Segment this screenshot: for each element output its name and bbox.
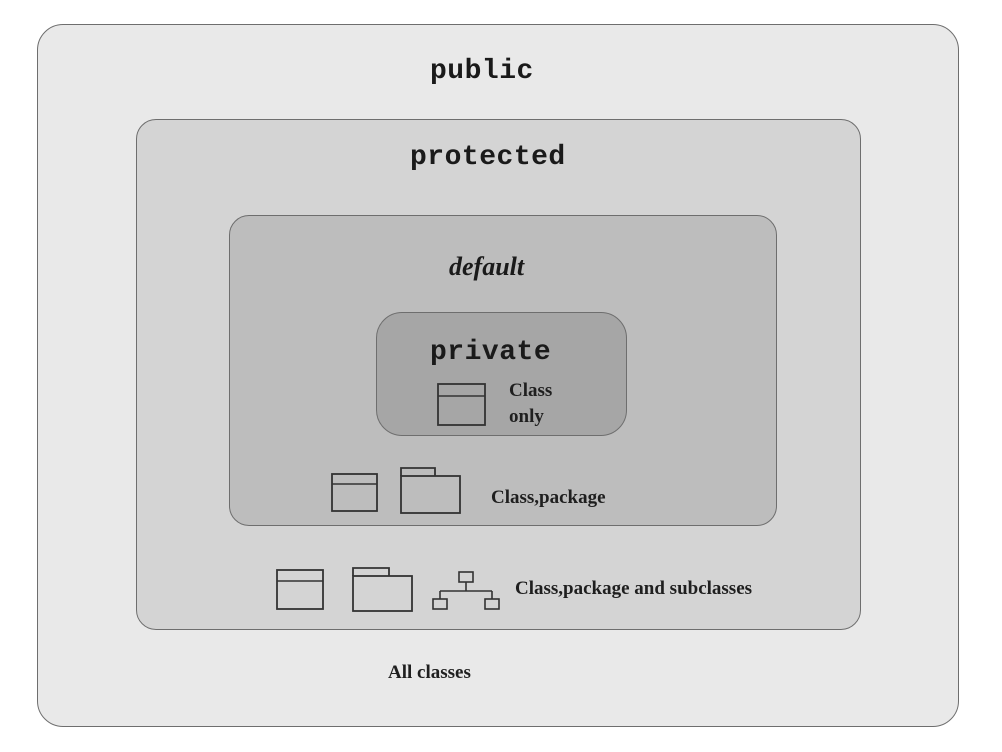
private-description: Class only <box>509 380 553 427</box>
package-icon <box>399 466 463 516</box>
default-description: Class,package <box>491 487 606 508</box>
class-icon <box>437 383 487 427</box>
class-icon <box>331 473 379 513</box>
hierarchy-icon <box>430 571 502 613</box>
public-description: All classes <box>388 662 471 683</box>
class-icon <box>276 569 326 611</box>
default-label: default <box>449 252 525 281</box>
private-scope-box <box>376 312 627 436</box>
package-icon <box>351 566 415 614</box>
protected-description: Class,package and subclasses <box>515 578 753 599</box>
public-label: public <box>430 56 534 87</box>
protected-label: protected <box>410 142 566 173</box>
private-label: private <box>430 337 552 368</box>
